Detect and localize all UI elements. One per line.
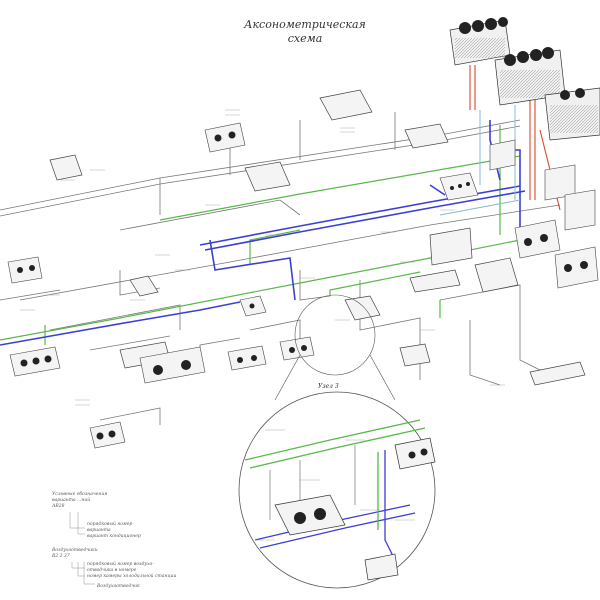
detail-node-3 [238, 294, 436, 589]
legend-group2-note2: отводчика в номере [87, 568, 137, 573]
fan-coil-5 [227, 345, 267, 371]
drawing-title-line2: схема [287, 32, 323, 45]
duct-unit-h [474, 257, 519, 293]
fan-coil-6 [279, 336, 315, 361]
legend-group2-note1: порядковый номер воздухо- [87, 562, 154, 567]
legend-group2-title: Воздухоотводчики [52, 548, 98, 553]
legend-group1-note2: варианта [87, 528, 111, 533]
chiller-unit-1 [449, 17, 511, 66]
detail-fan-coil-3 [364, 553, 399, 581]
fan-coil-7 [89, 421, 126, 449]
fan-coil-9 [554, 246, 599, 289]
hydromodule-boxes [489, 139, 596, 231]
drawing-title-line1: Аксонометрическая [244, 18, 366, 31]
fan-coil-10 [439, 172, 479, 201]
fan-coil-1 [204, 122, 246, 153]
fan-coil-2 [7, 256, 43, 284]
fan-coil-4 [139, 346, 206, 384]
legend-group2-note3: номер камеры холодильной станции [87, 574, 177, 579]
fan-coil-11 [239, 295, 267, 317]
chiller-unit-3 [544, 87, 600, 141]
chiller-unit-2 [494, 47, 566, 106]
drawing-title: Аксонометрическая схема [200, 18, 410, 46]
duct-unit-j [399, 343, 431, 367]
legend-group2-code: В2 2 37 [52, 554, 70, 559]
duct-unit-b [404, 123, 449, 149]
detail-node-label: Узел 3 [318, 383, 339, 390]
legend-leaders [69, 512, 95, 585]
fan-coil-units [7, 122, 599, 449]
legend-group1-note3: вариант кондиционер [87, 534, 141, 539]
duct-unit-d [49, 154, 83, 181]
duct-unit-e [129, 275, 159, 297]
detail-fan-coil-2 [394, 437, 436, 470]
duct-unit-g [409, 269, 461, 293]
legend-group1-title: Условные обозначения [52, 492, 108, 497]
chiller-units [449, 17, 600, 231]
duct-unit-c [244, 161, 291, 192]
detail-fan-coil-1 [274, 494, 346, 536]
legend-group2-note4: Воздухоотводчик [97, 584, 140, 589]
fan-coil-3 [9, 346, 61, 377]
duct-unit-a [319, 89, 373, 121]
duct-unit-f [344, 295, 381, 321]
duct-unit-i [529, 361, 586, 386]
duct-unit-k [429, 227, 473, 266]
ducted-indoor-units [49, 89, 586, 386]
legend-group1-code: АВ28 [52, 504, 65, 509]
legend-group1-note1: порядковый номер [87, 522, 133, 527]
annotation-callouts [20, 109, 505, 406]
fan-coil-8 [514, 219, 561, 259]
legend-group1-subtitle: варианта ...ний [52, 498, 91, 503]
